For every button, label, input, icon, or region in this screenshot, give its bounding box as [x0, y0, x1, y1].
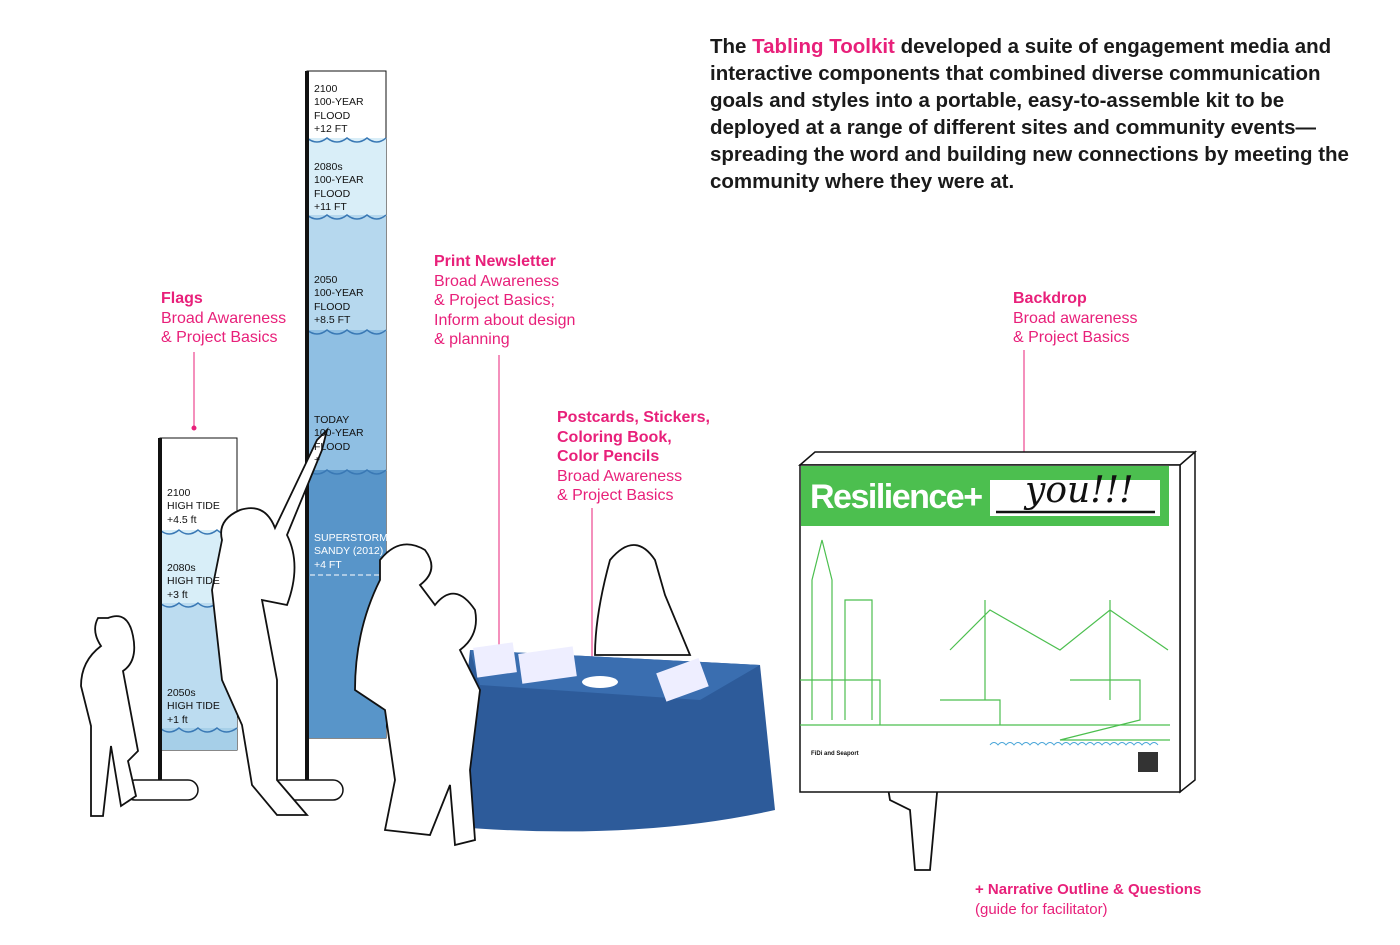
backdrop-footer: FiDi and Seaport: [811, 751, 859, 757]
backdrop-title: Backdrop: [1013, 290, 1087, 307]
postcards-line2: & Project Basics: [557, 487, 674, 504]
table: [455, 642, 775, 832]
backdrop-line2: & Project Basics: [1013, 329, 1130, 346]
newsletter-line2: & Project Basics;: [434, 292, 555, 309]
flags-line2: & Project Basics: [161, 329, 278, 346]
label-newsletter: Print Newsletter Broad Awareness & Proje…: [434, 252, 575, 350]
postcards-line1: Broad Awareness: [557, 467, 683, 485]
narrative-title: + Narrative Outline & Questions: [975, 881, 1202, 898]
tall-flag-text: TODAY 100-YEAR FLOOD +: [314, 414, 364, 466]
intro-prefix: The: [710, 35, 753, 58]
label-backdrop: Backdrop Broad awareness & Project Basic…: [1013, 289, 1138, 348]
flags-line1: Broad Awareness: [161, 309, 287, 327]
label-narrative: + Narrative Outline & Questions (guide f…: [975, 880, 1201, 919]
label-postcards: Postcards, Stickers, Coloring Book, Colo…: [557, 408, 710, 506]
postcards-title1: Postcards, Stickers,: [557, 409, 710, 426]
intro-highlight: Tabling Toolkit: [752, 35, 895, 58]
tall-flag-text: 2050 100-YEAR FLOOD +8.5 FT: [314, 274, 364, 326]
intro-text: developed a suite of engagement media an…: [710, 35, 1349, 193]
postcards-title3: Color Pencils: [557, 448, 660, 465]
tall-flag-text: 2100 100-YEAR FLOOD +12 FT: [314, 83, 364, 135]
newsletter-line3: Inform about design: [434, 311, 576, 329]
newsletter-line1: Broad Awareness: [434, 272, 560, 290]
short-flag-text: 2050s HIGH TIDE +1 ft: [167, 687, 220, 726]
narrative-sub: (guide for facilitator): [975, 900, 1108, 918]
backdrop-line1: Broad awareness: [1013, 309, 1138, 327]
backdrop-title: Resilience+: [810, 478, 983, 516]
short-flag-text: 2100 HIGH TIDE +4.5 ft: [167, 487, 220, 526]
backdrop-handwriting: you!!!: [1025, 470, 1134, 511]
postcards-title2: Coloring Book,: [557, 428, 672, 446]
intro-paragraph: The Tabling Toolkit developed a suite of…: [710, 33, 1360, 195]
newsletter-line4: & planning: [434, 331, 510, 348]
short-flag-text: 2080s HIGH TIDE +3 ft: [167, 562, 220, 601]
qr-code-icon: [1138, 752, 1158, 772]
newsletter-title: Print Newsletter: [434, 253, 556, 270]
tall-flag-text: SUPERSTORM SANDY (2012) +4 FT: [314, 532, 388, 571]
tall-flag-text: 2080s 100-YEAR FLOOD +11 FT: [314, 161, 364, 213]
label-flags: Flags Broad Awareness & Project Basics: [161, 289, 286, 348]
flags-title: Flags: [161, 290, 203, 307]
backdrop-panel: [797, 450, 1198, 794]
